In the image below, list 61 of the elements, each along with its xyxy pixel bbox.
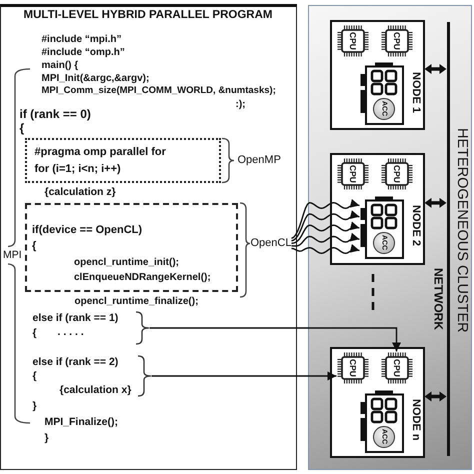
code-line: for (i=1; i<n; i++) — [34, 163, 121, 176]
bracket-label: OpenCL — [250, 237, 292, 250]
code-line: else if (rank == 1) — [32, 312, 118, 324]
bracket-label: MPI — [3, 249, 22, 262]
wavy-arrow — [291, 198, 360, 239]
code-line: #pragma omp parallel for — [34, 146, 166, 159]
network-label: NETWORK — [430, 268, 444, 330]
bracket-label: OpenMP — [238, 154, 281, 167]
cpu-chip: CPU — [336, 24, 368, 56]
accelerator-card — [360, 390, 404, 452]
code-line: { — [20, 122, 24, 136]
compute-node-panel — [330, 20, 424, 130]
code-line: opencl_runtime_finalize(); — [74, 296, 198, 308]
code-line: { — [32, 327, 37, 340]
wavy-arrow — [291, 232, 360, 247]
dashed-frame — [24, 203, 238, 292]
code-line: {calculation z} — [44, 186, 116, 198]
wavy-arrow — [291, 210, 360, 242]
compute-node-panel — [330, 346, 424, 458]
double-headed-arrow — [424, 198, 446, 208]
code-line: opencl_runtime_init(); — [74, 256, 180, 268]
code-line: { — [32, 240, 36, 252]
code-line: MPI_Comm_size(MPI_COMM_WORLD, &numtasks); — [42, 86, 276, 97]
accelerator-card — [360, 196, 404, 258]
code-line: if (rank == 0) — [20, 108, 91, 122]
code-line: #include “mpi.h” — [42, 34, 122, 46]
code-line: if(device == OpenCL) — [32, 224, 142, 236]
double-headed-arrow — [424, 392, 446, 402]
cpu-chip: CPU — [380, 24, 412, 56]
code-line: MPI_Init(&argc,&argv); — [42, 73, 150, 84]
dotted-frame — [24, 138, 220, 183]
accelerator-card — [360, 62, 404, 124]
arrow — [150, 327, 401, 352]
node-label: NODE 1 — [410, 72, 422, 112]
compute-node-panel — [330, 152, 424, 264]
cpu-chip: CPU — [336, 352, 368, 384]
program-panel — [0, 4, 297, 470]
code-line: . . . . . — [58, 326, 84, 338]
wavy-arrow — [291, 244, 360, 254]
node-label: NODE 2 — [410, 204, 422, 246]
code-line: clEnqueueNDRangeKernel(); — [74, 272, 211, 283]
code-line: #include “omp.h” — [42, 47, 125, 58]
double-headed-arrow — [424, 64, 446, 74]
node-label: NODE n — [410, 398, 422, 440]
arrow — [152, 372, 336, 380]
code-line: } — [32, 400, 37, 412]
code-line: { — [32, 370, 37, 382]
cpu-chip: CPU — [380, 352, 412, 384]
code-line: } — [44, 432, 49, 444]
code-line: :); — [236, 99, 246, 110]
network-bus-line — [446, 22, 450, 456]
cluster-panel — [308, 5, 472, 470]
cpu-chip: CPU — [336, 158, 368, 190]
code-line: else if (rank == 2) — [32, 356, 118, 368]
cpu-chip: CPU — [380, 158, 412, 190]
code-line: MPI_Finalize(); — [44, 416, 118, 428]
wavy-arrow — [291, 221, 360, 244]
code-line: main() { — [42, 60, 78, 72]
code-line: {calculation x} — [60, 384, 132, 396]
cluster-title: HETEROGENEOUS CLUSTER — [454, 128, 470, 332]
panel-title: MULTI-LEVEL HYBRID PARALLEL PROGRAM — [24, 9, 272, 22]
